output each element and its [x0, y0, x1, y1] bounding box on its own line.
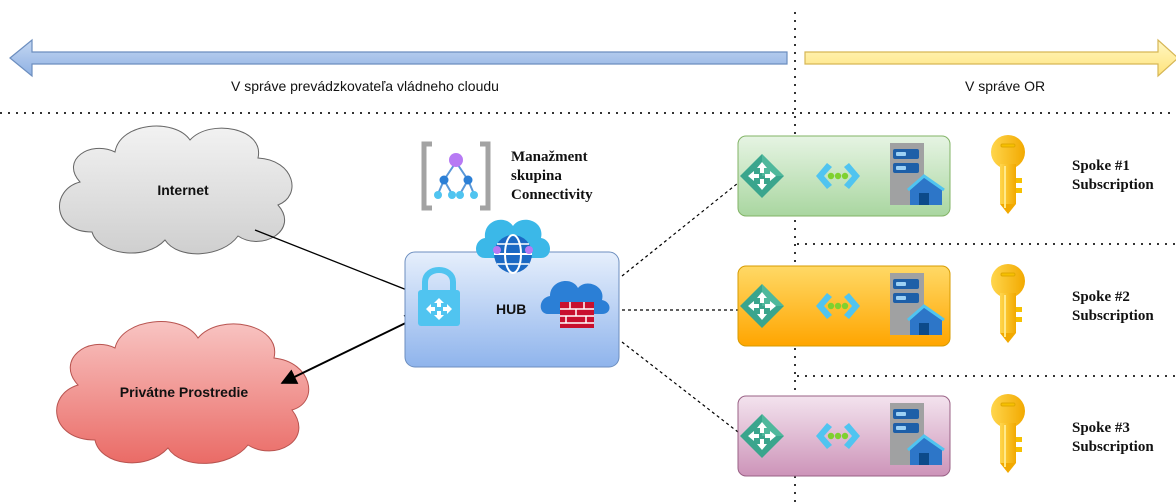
hub-label: HUB: [496, 301, 527, 317]
right-zone-arrow: [804, 38, 1176, 78]
hub-to-spoke1-link: [621, 182, 739, 277]
right-zone-label: V správe OR: [965, 78, 1046, 94]
left-zone-arrow: [9, 38, 788, 78]
vpn-gateway-lock-icon: [418, 267, 460, 326]
management-group-line3: Connectivity: [511, 187, 593, 203]
management-group-line1: Manažment: [511, 149, 588, 165]
spoke-3-subscription: Subscription: [1072, 439, 1154, 455]
private-environment-label: Privátne Prostredie: [119, 384, 249, 400]
private-environment-cloud: [56, 321, 310, 464]
spoke-3-label: Spoke #3 Subscription: [1072, 419, 1154, 457]
spoke-2-subscription: Subscription: [1072, 308, 1154, 324]
management-group-icon: [421, 141, 491, 211]
internet-cloud: [58, 125, 293, 255]
spoke-1-subscription: Subscription: [1072, 177, 1154, 193]
spoke-2-name: Spoke #2: [1072, 289, 1130, 305]
spoke-1-name: Spoke #1: [1072, 158, 1130, 174]
subscription-key-icon: [990, 393, 1026, 474]
spoke-2-label: Spoke #2 Subscription: [1072, 288, 1154, 326]
subscription-key-icon: [990, 134, 1026, 215]
spoke-1-label: Spoke #1 Subscription: [1072, 157, 1154, 195]
subscription-key-icon: [990, 263, 1026, 344]
firewall-icon: [540, 281, 610, 328]
internet-label: Internet: [157, 182, 209, 198]
hub-to-spoke3-link: [621, 341, 739, 433]
virtual-wan-hub-icon: [476, 219, 550, 274]
spoke-3-name: Spoke #3: [1072, 420, 1130, 436]
private-to-hub-link: [280, 315, 422, 384]
management-group-line2: skupina: [511, 168, 562, 184]
management-group-label: Manažment skupina Connectivity: [511, 148, 593, 205]
internet-to-hub-link: [254, 229, 413, 293]
left-zone-label: V správe prevádzkovateľa vládneho cloudu: [231, 78, 499, 94]
